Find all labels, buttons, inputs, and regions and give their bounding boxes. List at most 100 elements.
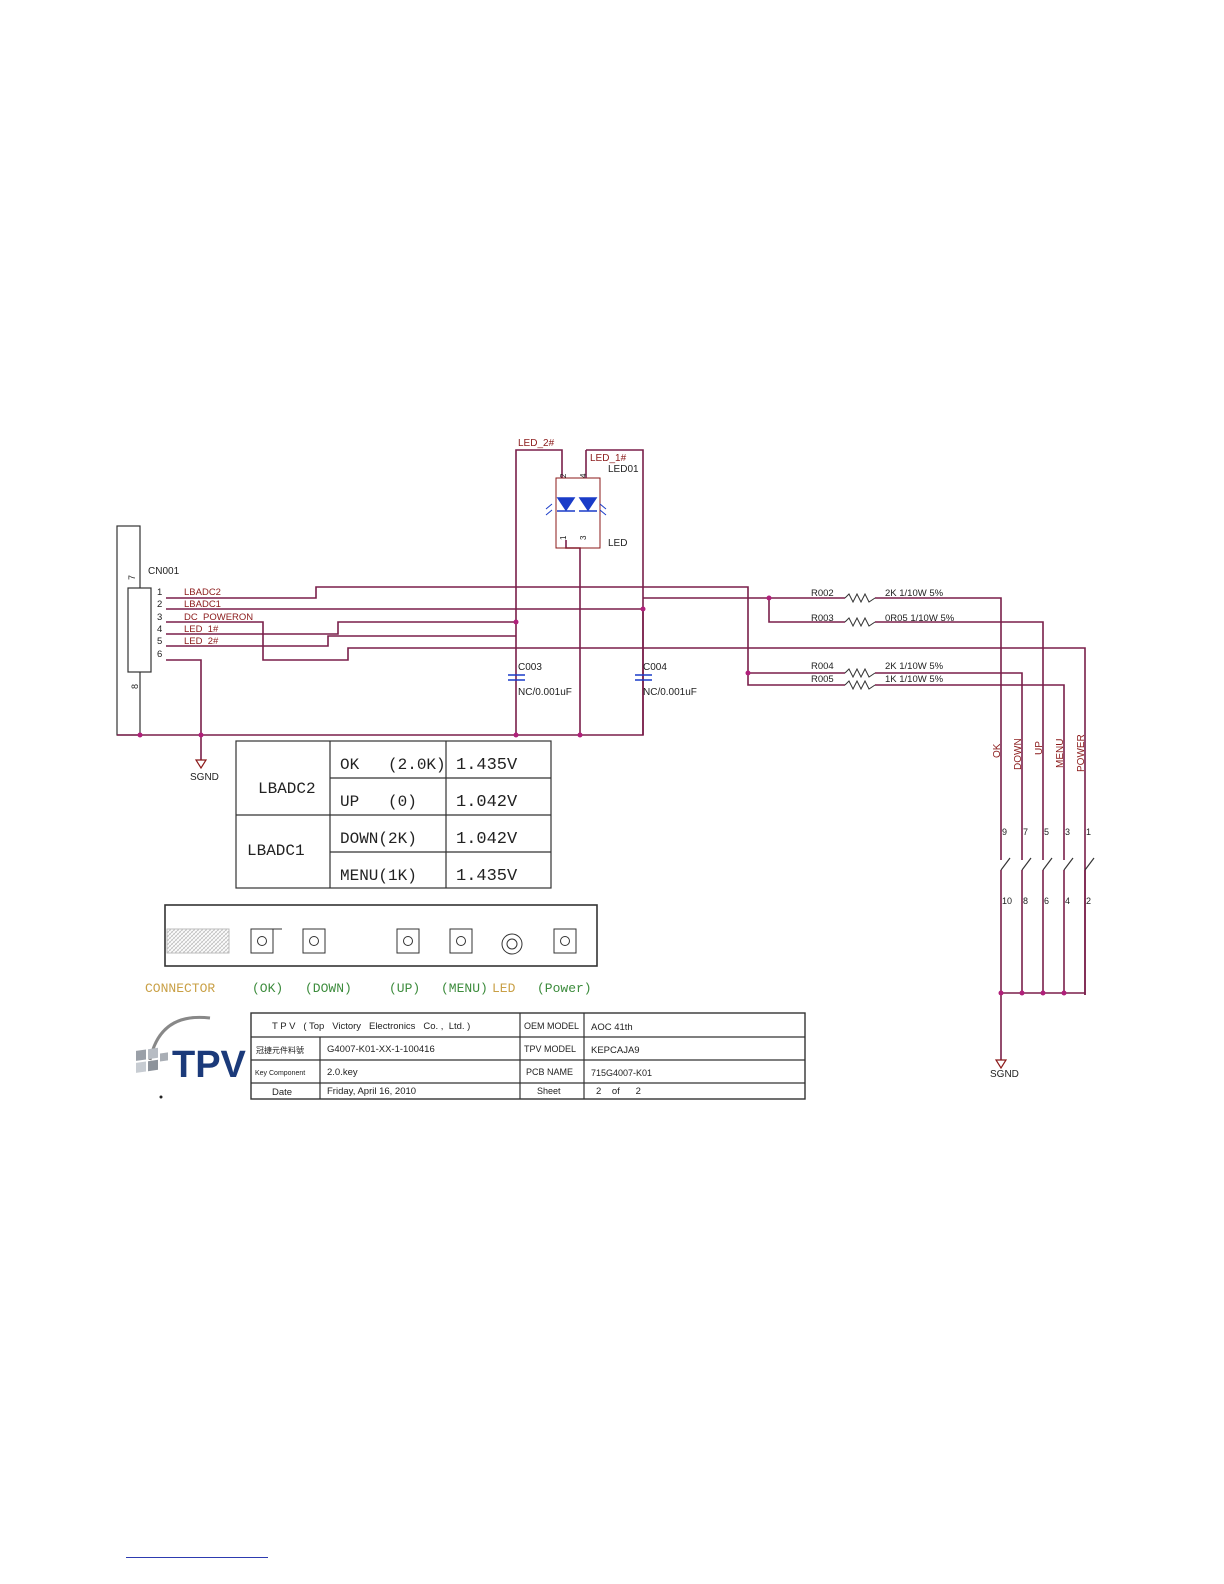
tpv-model-label: TPV MODEL bbox=[524, 1044, 576, 1054]
net-label: LED_2# bbox=[184, 636, 219, 647]
wire-r005-out bbox=[875, 684, 1065, 860]
capacitor-c003: C003 NC/0.001uF bbox=[508, 662, 572, 698]
board-labels: CONNECTOR (OK) (DOWN) (UP) (MENU) LED (P… bbox=[145, 981, 592, 996]
net-label: LBADC1 bbox=[184, 599, 221, 610]
cap-value: NC/0.001uF bbox=[643, 687, 697, 698]
board-outline bbox=[164, 904, 598, 967]
board-label-led: LED bbox=[492, 981, 516, 996]
key-component-label: Key Component bbox=[255, 1070, 305, 1077]
board-key-ok bbox=[250, 928, 274, 954]
led-pin: 4 bbox=[579, 473, 588, 478]
switch-label-menu: MENU bbox=[1055, 739, 1066, 768]
board-label-connector: CONNECTOR bbox=[145, 981, 215, 996]
board-key-down bbox=[302, 928, 326, 954]
title-company: T P V ( Top Victory Electronics Co. , Lt… bbox=[272, 1021, 470, 1032]
resistor-ref: R005 bbox=[811, 674, 834, 685]
adc-voltage: 1.435V bbox=[456, 867, 518, 886]
switch-label-ok: OK bbox=[992, 743, 1003, 758]
led-pin: 2 bbox=[559, 473, 568, 478]
net-label: DC_POWERON bbox=[184, 612, 253, 623]
junctions bbox=[137, 595, 1067, 996]
resistor-ref: R003 bbox=[811, 613, 834, 624]
net-dc-poweron bbox=[166, 621, 1086, 995]
switch-labels: OK DOWN UP MENU POWER bbox=[992, 734, 1087, 772]
adc-key: MENU(1K) bbox=[340, 867, 417, 885]
capacitor-c004: C004 NC/0.001uF bbox=[635, 662, 697, 698]
key-component-value: 2.0.key bbox=[327, 1067, 358, 1078]
switch-label-up: UP bbox=[1034, 741, 1045, 755]
part-label: 冠捷元件料號 bbox=[256, 1045, 304, 1055]
led01: LED_2# LED_1# LED01 LED 2 4 1 3 bbox=[518, 438, 639, 549]
adc-group-name: LBADC2 bbox=[258, 780, 316, 798]
pin-num: 2 bbox=[157, 599, 162, 610]
wires bbox=[116, 449, 1086, 1060]
board-key-up bbox=[396, 928, 420, 954]
ground-bus bbox=[117, 449, 644, 736]
net-led2-up bbox=[515, 449, 563, 735]
pcb-name-value: 715G4007-K01 bbox=[591, 1068, 652, 1078]
sheet-label: Sheet bbox=[537, 1086, 561, 1096]
led-pin: 3 bbox=[579, 535, 588, 540]
pin-num: 5 bbox=[157, 636, 162, 647]
switch-label-down: DOWN bbox=[1013, 738, 1024, 770]
ground-right: SGND bbox=[990, 1059, 1019, 1080]
board-connector-graphic bbox=[166, 928, 230, 954]
pin-num: 6 bbox=[157, 649, 162, 660]
switch-pin: 7 bbox=[1023, 827, 1028, 837]
board-label-ok: (OK) bbox=[252, 981, 283, 996]
net-led-common bbox=[565, 540, 581, 735]
net-label: LED_1# bbox=[184, 624, 219, 635]
cap-ref: C003 bbox=[518, 662, 542, 673]
resistor-value: 1K 1/10W 5% bbox=[885, 674, 944, 685]
resistor-zigzag bbox=[844, 679, 876, 691]
pin-num: 4 bbox=[157, 624, 162, 635]
led-pin: 1 bbox=[559, 535, 568, 540]
adc-voltage: 1.435V bbox=[456, 756, 518, 775]
resistor-value: 2K 1/10W 5% bbox=[885, 661, 944, 672]
switch-pin: 6 bbox=[1044, 896, 1049, 906]
switch-pin: 5 bbox=[1044, 827, 1049, 837]
resistor-value: 0R05 1/10W 5% bbox=[885, 613, 955, 624]
date-label: Date bbox=[272, 1087, 292, 1098]
board-key-menu bbox=[449, 928, 473, 954]
board-label-power: (Power) bbox=[537, 981, 592, 996]
oem-model-value: AOC 41th bbox=[591, 1022, 633, 1033]
cap-ref: C004 bbox=[643, 662, 667, 673]
pin-num: 3 bbox=[157, 612, 162, 623]
wire-r002-out bbox=[875, 597, 1002, 860]
board-led bbox=[501, 933, 523, 955]
ground-label: SGND bbox=[190, 772, 219, 783]
net-r003 bbox=[768, 598, 845, 623]
tpv-logo: TPV bbox=[136, 1015, 247, 1099]
adc-group-name: LBADC1 bbox=[247, 842, 305, 860]
switch-pin: 9 bbox=[1002, 827, 1007, 837]
resistor-zigzag bbox=[844, 616, 876, 628]
wire-r004-out bbox=[875, 672, 1023, 860]
wire-r003-out bbox=[875, 621, 1044, 860]
connector-pin-top: 7 bbox=[127, 575, 137, 580]
switch-pin: 3 bbox=[1065, 827, 1070, 837]
resistor-zigzag bbox=[844, 667, 876, 679]
sheet-value: 2 of 2 bbox=[596, 1086, 641, 1097]
led-ref: LED01 bbox=[608, 464, 639, 475]
tpv-logo-text: TPV bbox=[172, 1044, 247, 1086]
led-diode-symbols bbox=[545, 497, 607, 516]
board-label-up: (UP) bbox=[389, 981, 420, 996]
connector-pin-bottom: 8 bbox=[130, 684, 140, 689]
net-led2 bbox=[166, 635, 516, 647]
led-net-left: LED_2# bbox=[518, 438, 555, 449]
switch-pin: 8 bbox=[1023, 896, 1028, 906]
connector-ref: CN001 bbox=[148, 566, 180, 577]
switch-pin: 4 bbox=[1065, 896, 1070, 906]
switch-pin: 2 bbox=[1086, 896, 1091, 906]
net-lbadc2 bbox=[166, 586, 845, 686]
part-number: G4007-K01-XX-1-100416 bbox=[327, 1044, 435, 1055]
switch-pins: 9 7 5 3 1 10 8 6 4 2 bbox=[1002, 827, 1091, 906]
net-pin6 bbox=[166, 659, 202, 760]
switch-label-power: POWER bbox=[1076, 734, 1087, 772]
resistor-value: 2K 1/10W 5% bbox=[885, 588, 944, 599]
adc-key: UP (0) bbox=[340, 793, 417, 811]
ground-label: SGND bbox=[990, 1069, 1019, 1080]
resistor-ref: R002 bbox=[811, 588, 834, 599]
date-value: Friday, April 16, 2010 bbox=[327, 1086, 416, 1097]
